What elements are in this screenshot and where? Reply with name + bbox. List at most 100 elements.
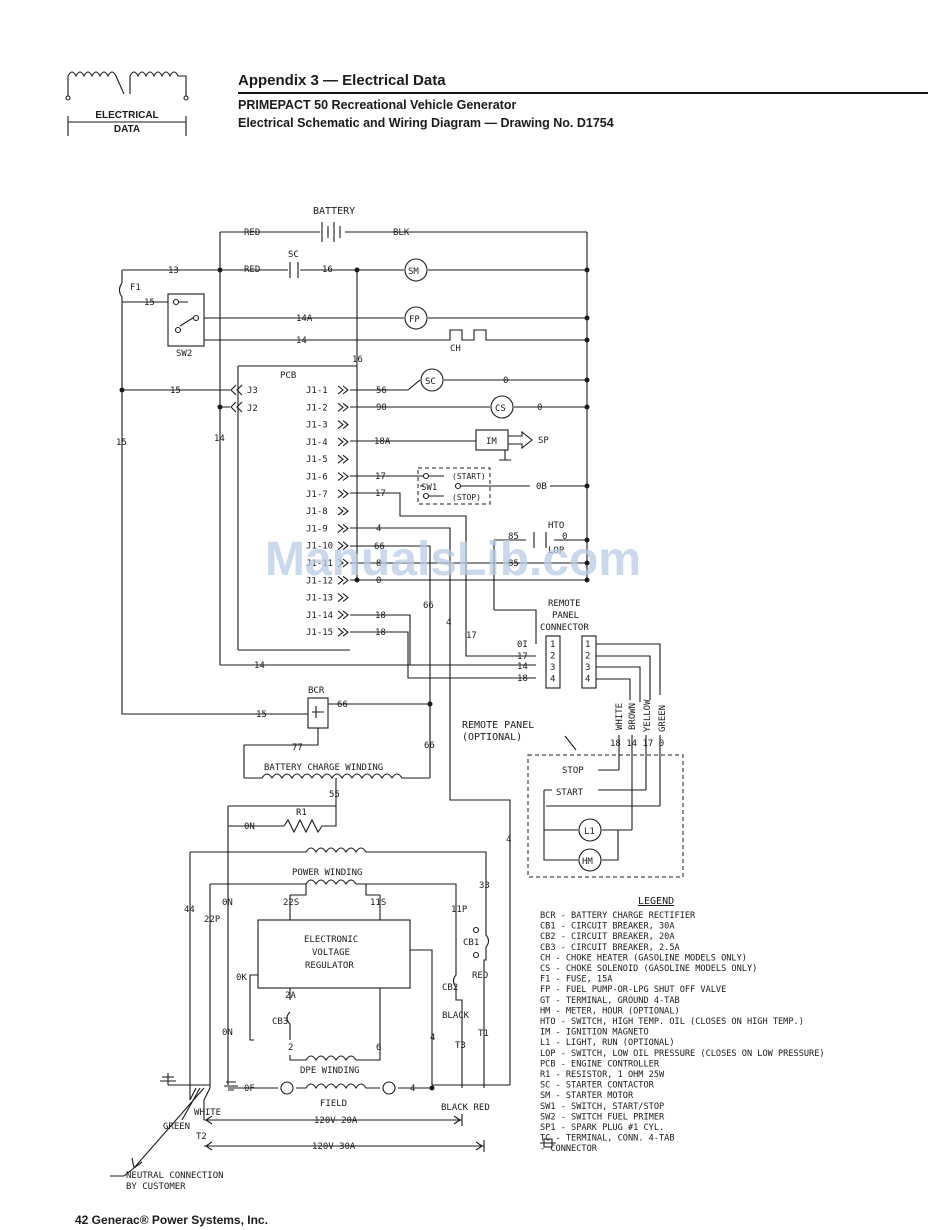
wire-55-label: 55 [329,790,340,800]
wire-85-label-a: 85 [508,532,519,542]
j1-pin-label: J1-13 [306,594,333,604]
manualslib-watermark: ManualsLib.com [265,533,642,586]
j1-pin-contact [337,541,349,551]
brush-right [382,1081,396,1095]
bcr-label: BCR [308,686,325,696]
wire-14-label-b: 14 [254,661,265,671]
j1-pin-label: J1-9 [306,524,328,534]
ignition-magneto-im [475,429,509,451]
remote-connector-label-1: REMOTE [548,599,581,609]
j1-pin-contact [337,610,349,620]
legend-item: BCR - BATTERY CHARGE RECTIFIER [540,911,696,921]
header-rule [238,92,928,94]
sm-label: SM [408,267,419,277]
legend-item: FP - FUEL PUMP-OR-LPG SHUT OFF VALVE [540,985,726,995]
hour-meter-hm [578,848,602,872]
wire-4-label-c: 4 [506,835,511,845]
junction [429,1085,435,1091]
junction [584,577,590,583]
junction [584,537,590,543]
j1-pin-contact [337,575,349,585]
r1-label: R1 [296,808,307,818]
wire-white-bottom: WHITE [194,1108,221,1118]
legend-title: LEGEND [638,896,674,907]
battery-charge-rectifier-bcr [307,697,329,729]
j1-pin-contact [337,627,349,637]
logo-label-data: DATA [114,124,140,135]
wire-0n-label-a: 0N [244,822,255,832]
j1-pin-label: J1-10 [306,542,333,552]
connector-pin-right: 4 [585,675,590,685]
legend-item: R1 - RESISTOR, 1 OHM 25W [540,1070,665,1080]
evr-label-3: REGULATOR [305,961,354,971]
connector-j3-label: J3 [247,386,258,396]
starter-motor-sm [404,258,428,282]
junction [584,483,590,489]
wire-4-label-d: 4 [430,1033,435,1043]
page-subtitle-1: PRIMEPACT 50 Recreational Vehicle Genera… [238,98,517,112]
evr-label-1: ELECTRONIC [304,935,358,945]
j1-pin-column: J1-1J1-2J1-3J1-4J1-5J1-6J1-7J1-8J1-9J1-1… [306,385,349,638]
output-120v-20a: 120V 20A [314,1116,358,1126]
legend-item: - CONNECTOR [540,1144,598,1154]
wire-15-label-b: 15 [170,386,181,396]
t1-label: T1 [478,1029,489,1039]
logo-label-electrical: ELECTRICAL [95,110,158,121]
legend-item: CH - CHOKE HEATER (GASOLINE MODELS ONLY) [540,953,747,963]
sw2-label: SW2 [176,349,192,359]
wire-0n-label-c: 0N [222,1028,233,1038]
legend-item: CB2 - CIRCUIT BREAKER, 20A [540,932,675,942]
wire-15-label-a: 15 [144,298,155,308]
remote-connector-left [545,635,561,689]
im-label: IM [486,437,497,447]
wire-0k-label: 0K [236,973,247,983]
legend-item: CS - CHOKE SOLENOID (GASOLINE MODELS ONL… [540,964,757,974]
starter-contactor-sc [420,368,444,392]
junction [584,267,590,273]
connector-pin-left: 4 [550,675,555,685]
remote-stop-label: STOP [562,766,584,776]
legend-item: CB3 - CIRCUIT BREAKER, 2.5A [540,943,681,953]
wire-red-label: RED [472,971,488,981]
j1-pin-label: J1-1 [306,386,328,396]
remote-panel-optional-label: (OPTIONAL) [462,732,522,743]
wire-16-label: 16 [322,265,333,275]
sw1-start-label: (START) [452,472,486,481]
j1-pin-label: J1-12 [306,576,333,586]
hto-label: HTO [548,521,564,531]
legend-item: LOP - SWITCH, LOW OIL PRESSURE (CLOSES O… [540,1049,825,1059]
legend-item: SC - STARTER CONTACTOR [540,1081,655,1091]
wire-0b-label: 0B [536,482,547,492]
j1-pin-contact [337,402,349,412]
wire-8-label: 8 [376,559,381,569]
cs-label: CS [495,404,506,414]
junction [354,577,360,583]
connector-pin-left: 1 [550,640,555,650]
sc-contact-label: SC [288,250,299,260]
battery-symbol [321,222,341,242]
j1-pin-contact [337,454,349,464]
connector-pin-right: 2 [585,652,590,662]
junction [584,560,590,566]
wire-red-13: RED [244,265,260,275]
connector-pin-left: 2 [550,652,555,662]
wire-black-label: BLACK [442,1011,470,1021]
wire-brown-label: BROWN [628,703,638,730]
by-customer-label: BY CUSTOMER [126,1182,186,1192]
j1-pin-label: J1-2 [306,403,328,413]
cb1-label: CB1 [463,938,479,948]
remote-start-label: START [556,788,584,798]
field-label: FIELD [320,1099,347,1109]
wire-red-top: RED [244,228,260,238]
wire-0n-label-b: 0N [222,898,233,908]
j1-pin-label: J1-6 [306,473,328,483]
page-subtitle-2: Electrical Schematic and Wiring Diagram … [238,116,614,130]
battery-label: BATTERY [313,206,355,217]
wire-yellow-label: YELLOW [643,699,653,732]
wire-22p-label: 22P [204,915,221,925]
j1-pin-contact [337,420,349,430]
fuel-pump-fp [404,306,428,330]
wire-14-label-c: 14 [517,662,528,672]
wire-11p-label: 11P [451,905,468,915]
